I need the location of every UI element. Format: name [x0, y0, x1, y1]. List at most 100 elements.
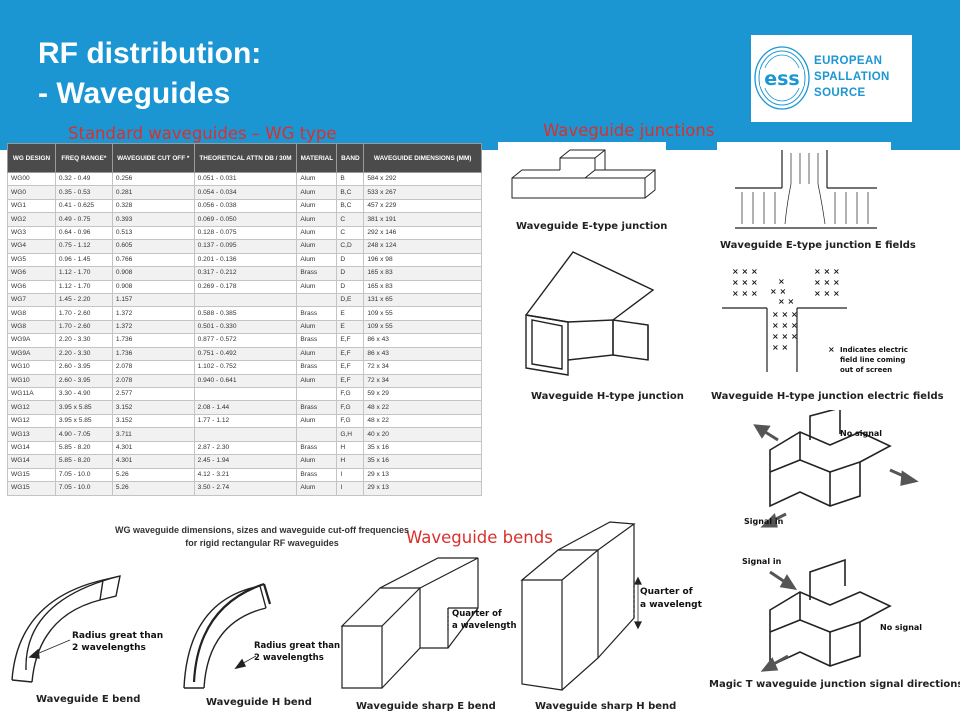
table-cell: 2.60 - 3.95: [54, 360, 113, 375]
table-cell: 5.26: [111, 467, 195, 483]
table-cell: 109 x 55: [363, 319, 482, 335]
svg-text:× × ×: × × ×: [814, 289, 840, 298]
table-cell: 3.50 - 2.74: [193, 481, 298, 496]
logo-line3: SOURCE: [814, 87, 866, 99]
table-cell: 40 x 20: [363, 427, 482, 442]
table-cell: 0.766: [111, 252, 195, 268]
magic-t-drawing: No signal Signal in Signal in No signal: [742, 410, 922, 672]
table-cell: 0.588 - 0.385: [193, 306, 298, 321]
table-cell: F,G: [336, 400, 365, 415]
table-cell: B: [336, 171, 365, 187]
sharp-h-bend-figure: Quarter of a wavelengt: [518, 518, 710, 698]
caption-e-bend: Waveguide E bend: [36, 694, 141, 705]
table-cell: 0.513: [111, 225, 195, 241]
e-bend-radius-line2: 2 wavelengths: [72, 643, 146, 653]
e-junction-drawing: [511, 149, 656, 199]
table-cell: 131 x 65: [363, 292, 482, 308]
table-cell: 0.877 - 0.572: [193, 333, 298, 348]
table-caption: WG waveguide dimensions, sizes and waveg…: [62, 524, 462, 550]
sharp-e-quarter-line2: a wavelength: [452, 621, 517, 631]
table-cell: 0.393: [111, 212, 195, 227]
table-cell: I: [336, 481, 365, 496]
sharp-e-bend-figure: Quarter of a wavelength: [338, 548, 523, 696]
col-header: MATERIAL: [296, 143, 338, 173]
h-bend-radius-line2: 2 wavelengths: [254, 653, 324, 663]
table-cell: Alum: [296, 198, 338, 214]
table-cell: Alum: [296, 239, 338, 254]
junction-image-top: [498, 142, 666, 152]
table-cell: F,G: [336, 413, 365, 429]
table-cell: 4.301: [111, 454, 195, 469]
table-cell: 1.45 - 2.20: [54, 292, 113, 308]
table-cell: C: [336, 225, 365, 241]
table-cell: D: [336, 252, 365, 268]
table-cell: Alum: [296, 185, 338, 200]
svg-text:× × ×: × × ×: [772, 332, 798, 341]
table-cell: 7.05 - 10.0: [54, 467, 113, 483]
table-caption-line1: WG waveguide dimensions, sizes and waveg…: [114, 525, 410, 535]
table-cell: [296, 386, 338, 402]
table-cell: Brass: [296, 333, 338, 348]
junction-image-top-2: [717, 142, 891, 152]
table-cell: 48 x 22: [363, 413, 482, 429]
table-cell: 29 x 13: [363, 467, 482, 483]
svg-text:× × ×: × × ×: [732, 267, 758, 276]
caption-h-junction: Waveguide H-type junction: [531, 391, 684, 402]
e-junction-figure: [500, 148, 665, 213]
table-cell: E: [336, 306, 365, 321]
h-fields-note-line2: field line coming: [840, 356, 905, 364]
table-cell: 584 x 292: [363, 171, 482, 187]
ess-logo-mark: ess: [754, 46, 810, 110]
table-cell: WG9A: [7, 346, 56, 362]
table-cell: 7.05 - 10.0: [54, 481, 113, 496]
magic-t-figure: No signal Signal in Signal in No signal: [740, 410, 955, 672]
h-bend-figure: Radius great than 2 wavelengths: [180, 580, 350, 695]
label-waveguide-junctions: Waveguide junctions: [543, 121, 715, 140]
table-cell: B,C: [336, 198, 365, 214]
table-cell: 381 x 191: [363, 212, 482, 227]
table-cell: 0.908: [111, 279, 195, 294]
sharp-h-bend-drawing: Quarter of a wavelengt: [520, 521, 703, 691]
e-bend-figure: Radius great than 2 wavelengths: [8, 570, 183, 685]
slide-title-line1: RF distribution:: [38, 37, 262, 70]
table-cell: 5.85 - 8.20: [54, 440, 113, 456]
table-cell: 3.30 - 4.90: [54, 386, 113, 402]
table-cell: Brass: [296, 266, 338, 281]
table-cell: 0.501 - 0.330: [193, 319, 298, 335]
table-cell: WG12: [7, 413, 56, 429]
table-cell: 0.605: [111, 239, 195, 254]
table-cell: WG10: [7, 360, 56, 375]
table-cell: Brass: [296, 467, 338, 483]
table-cell: 59 x 29: [363, 386, 482, 402]
table-cell: 1.372: [111, 319, 195, 335]
table-cell: 0.051 - 0.031: [193, 171, 298, 187]
col-header: FREQ RANGE*: [54, 143, 113, 173]
table-cell: 86 x 43: [363, 333, 482, 348]
h-junction-drawing: [525, 251, 655, 376]
table-cell: 72 x 34: [363, 373, 482, 389]
table-cell: 2.87 - 2.30: [193, 440, 298, 456]
caption-e-fields: Waveguide E-type junction E fields: [720, 240, 916, 251]
table-cell: 4.90 - 7.05: [54, 427, 113, 442]
table-cell: 48 x 22: [363, 400, 482, 415]
table-cell: 0.940 - 0.641: [193, 373, 298, 389]
table-cell: D,E: [336, 292, 365, 308]
e-bend-radius-line1: Radius great than: [72, 631, 163, 641]
table-cell: 2.20 - 3.30: [54, 333, 113, 348]
table-cell: E,F: [336, 373, 365, 389]
svg-text:× × ×: × × ×: [814, 278, 840, 287]
table-cell: 0.201 - 0.136: [193, 252, 298, 268]
svg-text:×: ×: [778, 277, 785, 286]
table-cell: 0.256: [111, 171, 195, 187]
col-header: WG DESIGN: [7, 143, 56, 173]
caption-sharp-e-bend: Waveguide sharp E bend: [356, 701, 496, 712]
table-cell: WG11A: [7, 386, 56, 402]
